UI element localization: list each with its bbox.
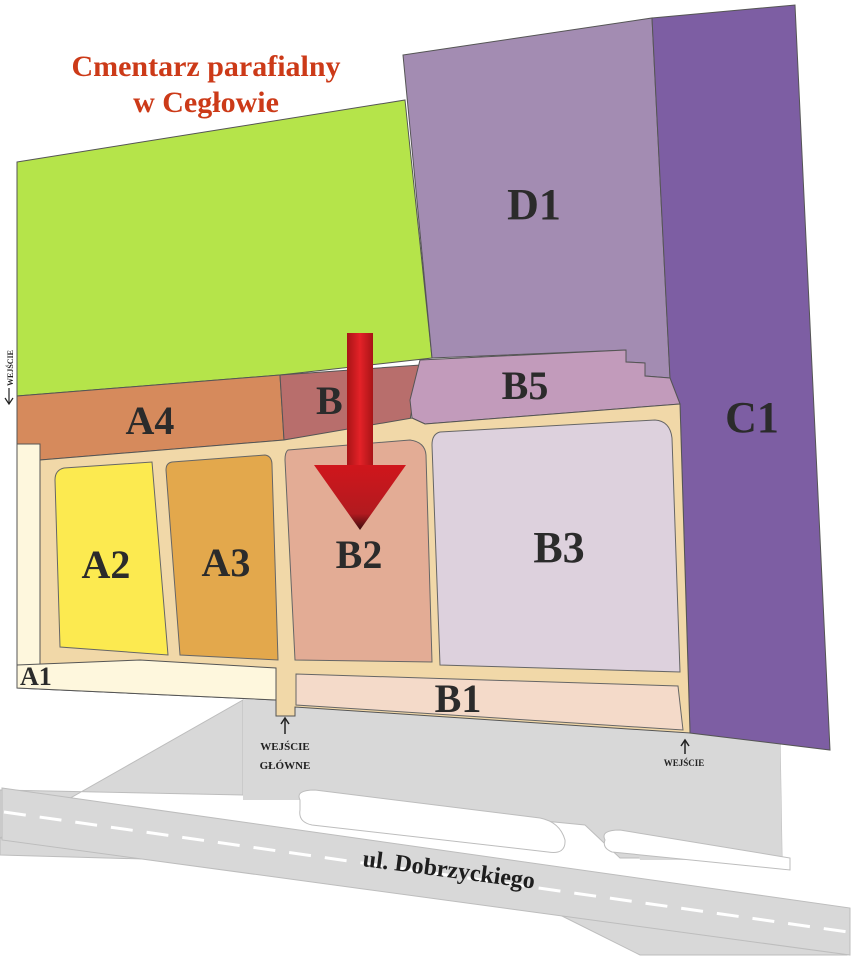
entrance-left-label: WEJŚCIE	[5, 350, 15, 386]
label-a1: A1	[20, 662, 52, 691]
entrance-main-label-line1: WEJŚCIE	[260, 741, 310, 753]
label-b1: B1	[435, 676, 482, 721]
road	[0, 699, 851, 956]
entrance-right-label: WEJŚCIE	[664, 758, 705, 768]
label-a4: A4	[126, 398, 175, 443]
label-b2: B2	[336, 532, 383, 577]
section-b5-area[interactable]	[409, 349, 681, 425]
label-a2: A2	[82, 542, 131, 587]
section-b2-area[interactable]	[284, 439, 433, 663]
label-b3: B3	[533, 523, 584, 572]
section-b3-area[interactable]	[431, 419, 681, 673]
label-c1: C1	[725, 393, 779, 442]
label-d1: D1	[507, 180, 561, 229]
map-title-line1: Cmentarz parafialny	[71, 50, 340, 83]
section-a1-lower	[16, 659, 277, 701]
section-a3-area[interactable]	[165, 454, 279, 661]
entrance-right-arrow-icon	[680, 738, 690, 754]
entrance-left-arrow-icon	[4, 388, 14, 406]
section-b1-area[interactable]	[295, 673, 684, 731]
entrance-main-label-line2: GŁÓWNE	[260, 760, 311, 772]
label-b5: B5	[502, 363, 549, 408]
entrance-main-arrow-icon	[280, 716, 290, 734]
down-arrow-icon	[314, 333, 406, 530]
label-a3: A3	[202, 540, 251, 585]
section-a2-area[interactable]	[54, 461, 169, 656]
label-b: B	[316, 378, 343, 423]
map-title-line2: w Cegłowie	[133, 86, 279, 119]
